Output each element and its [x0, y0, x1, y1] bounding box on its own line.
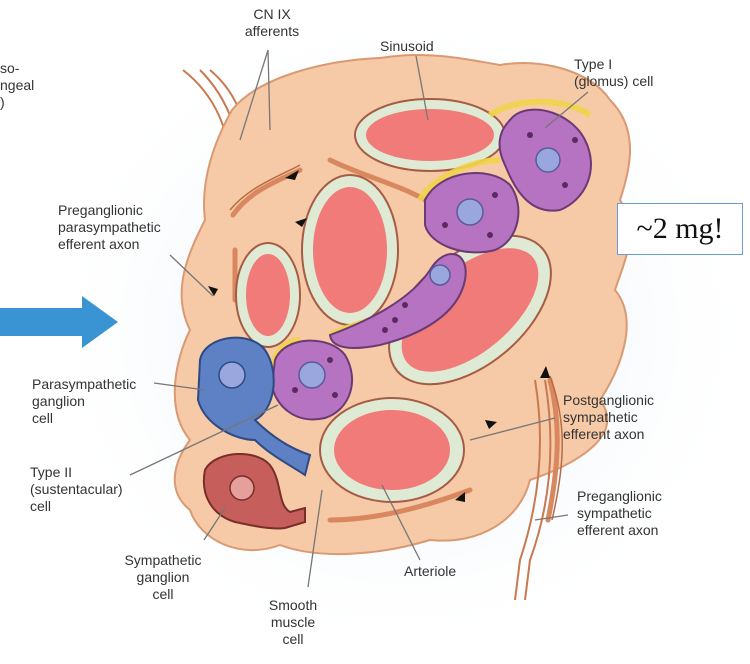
label-arteriole: Arteriole	[404, 563, 456, 580]
label-preganglionic-parasympathetic-axon: Preganglionic parasympathetic efferent a…	[58, 202, 161, 253]
label-cn-ix-afferents: CN IX afferents	[232, 6, 312, 40]
label-type-i-glomus-cell: Type I (glomus) cell	[574, 56, 653, 90]
label-sympathetic-ganglion-cell: Sympathetic ganglion cell	[108, 552, 218, 603]
label-type-ii-sustentacular-cell: Type II (sustentacular) cell	[30, 464, 123, 515]
label-glossopharyngeal-partial: so- ngeal )	[0, 60, 34, 111]
label-preganglionic-sympathetic-axon: Preganglionic sympathetic efferent axon	[577, 488, 662, 539]
label-sinusoid: Sinusoid	[380, 38, 434, 55]
weight-callout: ~2 mg!	[617, 203, 743, 255]
label-postganglionic-sympathetic-axon: Postganglionic sympathetic efferent axon	[563, 392, 654, 443]
label-parasympathetic-ganglion-cell: Parasympathetic ganglion cell	[32, 376, 136, 427]
label-smooth-muscle-cell: Smooth muscle cell	[258, 597, 328, 648]
